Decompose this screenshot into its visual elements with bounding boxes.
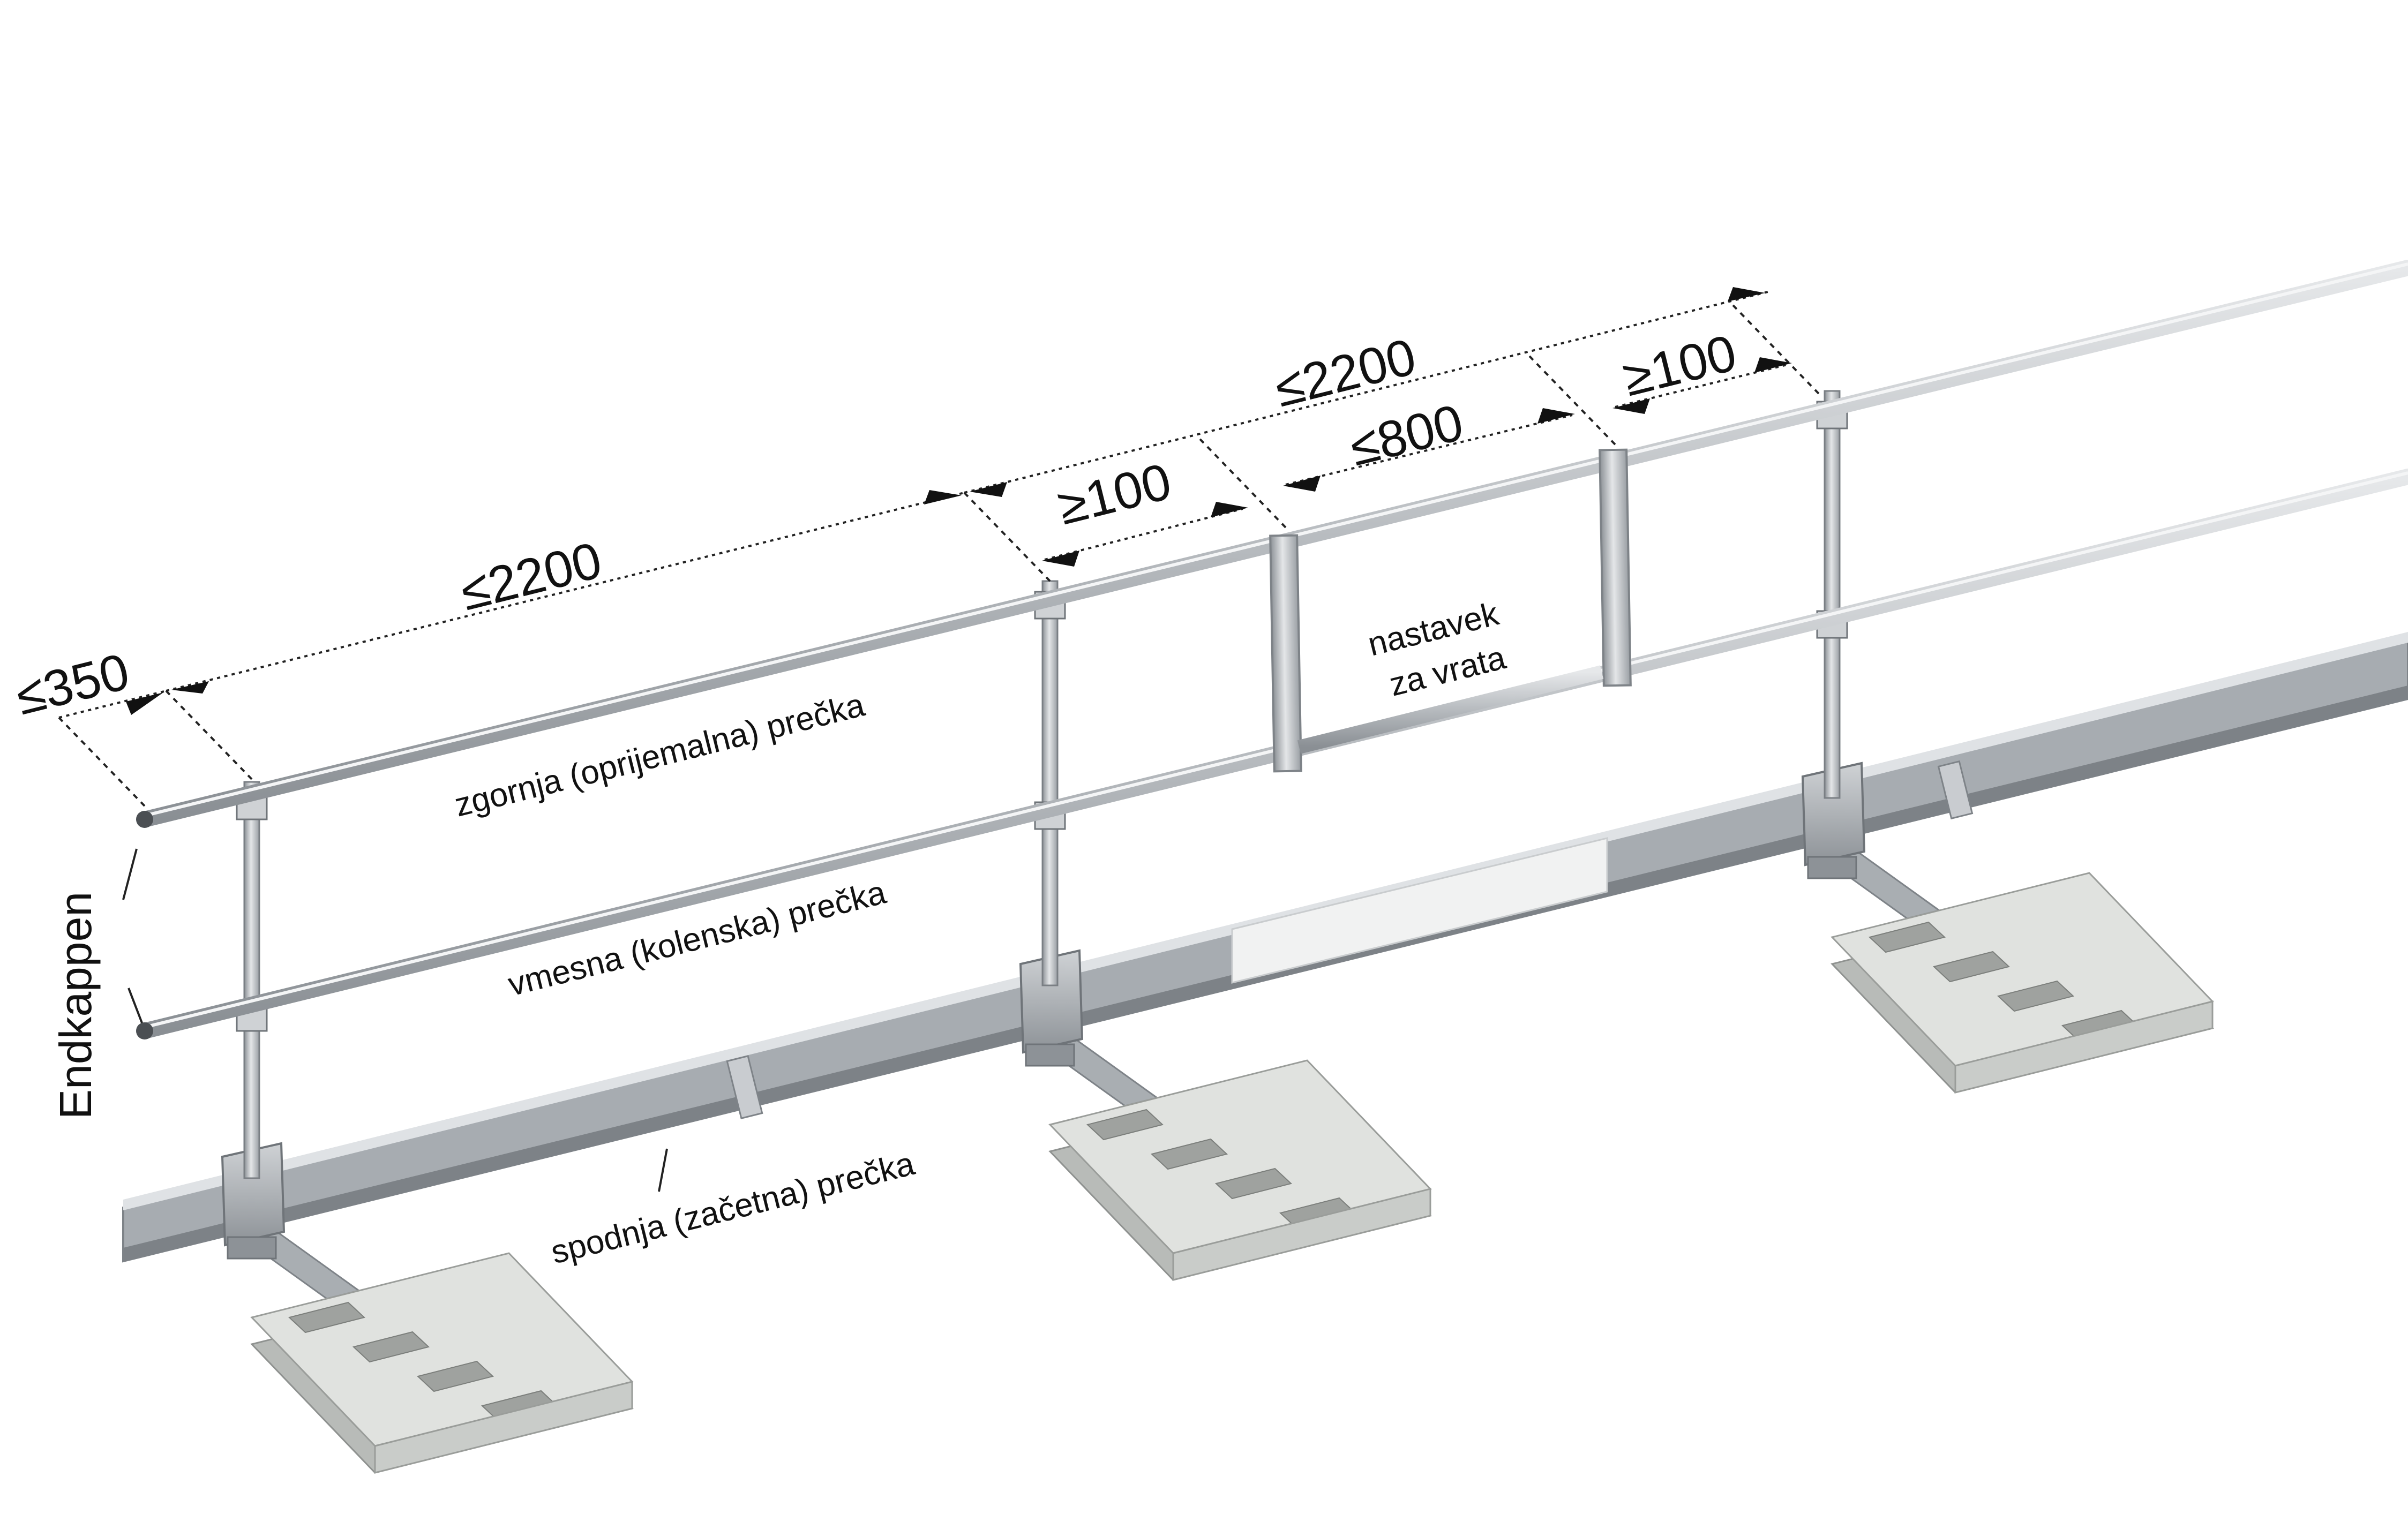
dim-line-2200-b — [964, 291, 1768, 494]
leader-endcap-mid — [127, 988, 143, 1023]
post — [1019, 580, 1084, 1067]
dim-post-spacing-2: ≤2200 — [1269, 328, 1421, 418]
post-foot — [1807, 856, 1857, 879]
label-bottom-rail: spodnja (začetna) prečka — [547, 1145, 919, 1271]
leader-bottom-rail — [658, 1148, 668, 1192]
leader-lines — [122, 848, 668, 1192]
post-foot — [1025, 1043, 1075, 1067]
arrow-head — [970, 482, 1007, 497]
ballast-edge — [1954, 1000, 2214, 1094]
arrow-head — [1211, 502, 1248, 517]
label-top-rail: zgornja (oprijemalna) prečka — [451, 686, 869, 824]
ballast-edge — [1172, 1188, 1431, 1281]
post-shaft — [243, 781, 260, 1179]
label-endcaps: Endkappen — [50, 892, 101, 1119]
arrow-head — [924, 490, 962, 504]
gate-post-left — [1269, 534, 1302, 773]
dim-gate-width: ≤800 — [1344, 394, 1468, 477]
extension-line — [963, 492, 1051, 582]
arrow-head — [1042, 551, 1079, 567]
arrow-head — [126, 692, 163, 715]
post-shaft — [1824, 390, 1841, 799]
dim-gate-offset-right: ≥100 — [1617, 324, 1742, 407]
dim-line-2200-a — [166, 492, 965, 692]
toe-board-joint — [726, 1054, 763, 1120]
ballast-block — [1819, 848, 2214, 1094]
post-base-bracket — [221, 1142, 286, 1247]
ballast-slot — [288, 1301, 366, 1333]
dimension-lines — [58, 291, 1820, 807]
ballast-edge — [374, 1381, 633, 1474]
ballast-blocks — [239, 848, 2214, 1474]
ballast-slot — [1868, 921, 1946, 953]
dimension-arrows — [126, 287, 1792, 715]
gate-extension — [1269, 448, 1632, 773]
ballast-slot — [1086, 1109, 1164, 1141]
arrow-head — [1537, 408, 1575, 424]
post-base-bracket — [1019, 949, 1084, 1054]
arrow-head — [1612, 398, 1650, 414]
post-shaft — [1041, 580, 1059, 986]
post-foot — [227, 1236, 277, 1260]
post — [1801, 390, 1866, 879]
ballast-slot — [416, 1360, 494, 1392]
arrow-head — [1283, 476, 1321, 492]
gate-post-right — [1599, 448, 1632, 687]
ballast-slot — [1150, 1138, 1228, 1170]
arrow-head — [171, 681, 209, 694]
extension-line — [1528, 355, 1616, 446]
leader-endcap-top — [122, 848, 138, 900]
ballast-block — [239, 1228, 634, 1474]
arrow-head — [1754, 357, 1792, 373]
dim-line-350 — [58, 690, 167, 719]
post-base-bracket — [1801, 762, 1866, 867]
dim-end-overhang: ≤350 — [10, 643, 134, 726]
ballast-block — [1037, 1035, 1432, 1281]
arrow-head — [1728, 287, 1765, 302]
dim-gate-offset-left: ≥100 — [1052, 453, 1176, 536]
ballast-slot — [1932, 951, 2011, 983]
toe-board-light-section — [1231, 837, 1608, 984]
post — [221, 781, 286, 1260]
ballast-slot — [352, 1331, 430, 1363]
extension-line — [1732, 304, 1820, 395]
endcap-top — [136, 811, 153, 828]
endcap-mid — [136, 1022, 153, 1039]
extension-line — [58, 717, 146, 807]
ballast-slot — [1214, 1167, 1293, 1200]
gate-bottom-bar — [1297, 665, 1604, 754]
dim-post-spacing-1: ≤2200 — [455, 531, 607, 621]
toe-board-joint — [1937, 760, 1974, 820]
extension-line — [165, 690, 253, 780]
ballast-slot — [1997, 980, 2075, 1012]
